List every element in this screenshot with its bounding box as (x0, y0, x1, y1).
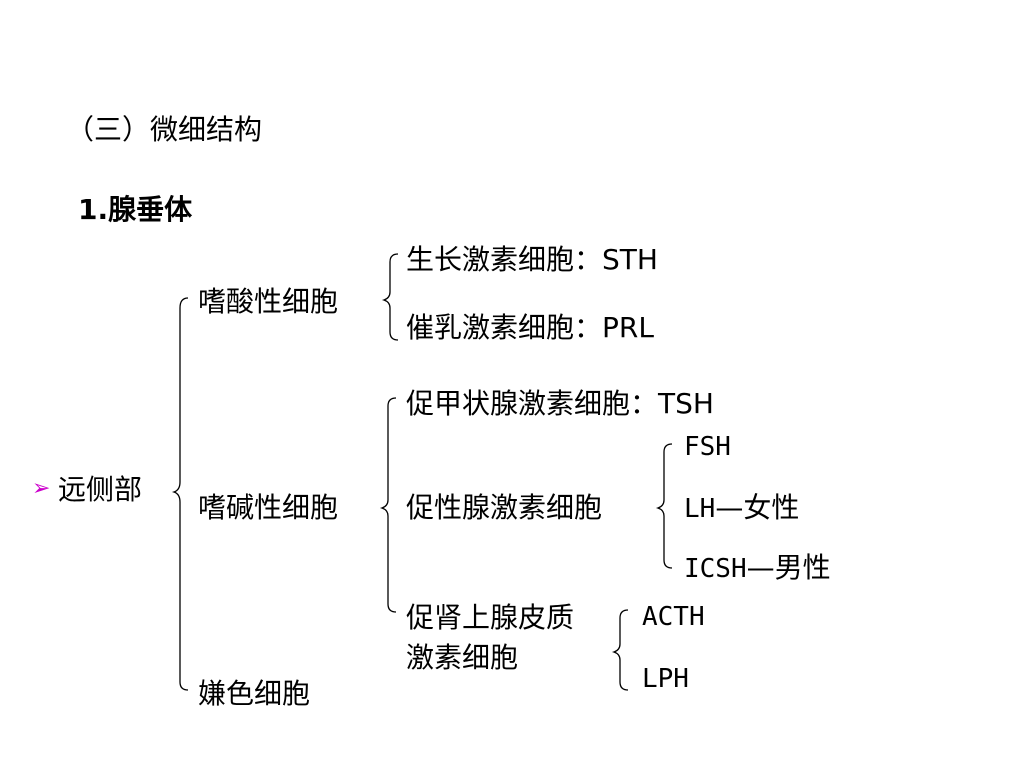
acth-label: ACTH (642, 602, 705, 632)
lh-label: LH—女性 (684, 491, 800, 524)
lph-label: LPH (642, 664, 689, 694)
root-brace (171, 297, 189, 691)
subsection-title: 1.腺垂体 (78, 193, 193, 226)
gonadotroph-brace (655, 443, 673, 569)
prl-cell: 催乳激素细胞：PRL (406, 311, 654, 344)
chromophobe-label: 嫌色细胞 (198, 677, 311, 710)
corticotroph-brace (611, 609, 629, 691)
section-title: （三）微细结构 (66, 113, 263, 146)
gonadotroph-label: 促性腺激素细胞 (406, 491, 603, 524)
basophil-brace (379, 397, 397, 613)
acidophil-brace (381, 253, 399, 341)
fsh-label: FSH (684, 432, 731, 462)
corticotroph-label-line1: 促肾上腺皮质 (406, 601, 575, 634)
basophil-label: 嗜碱性细胞 (198, 491, 339, 524)
tsh-cell: 促甲状腺激素细胞：TSH (406, 387, 714, 420)
corticotroph-label-line2: 激素细胞 (406, 641, 519, 674)
sth-cell: 生长激素细胞：STH (406, 243, 658, 276)
root-label: 远侧部 (58, 473, 143, 506)
bullet-arrow-icon: ➢ (32, 476, 51, 501)
icsh-label: ICSH—男性 (684, 551, 831, 584)
acidophil-label: 嗜酸性细胞 (198, 285, 339, 318)
